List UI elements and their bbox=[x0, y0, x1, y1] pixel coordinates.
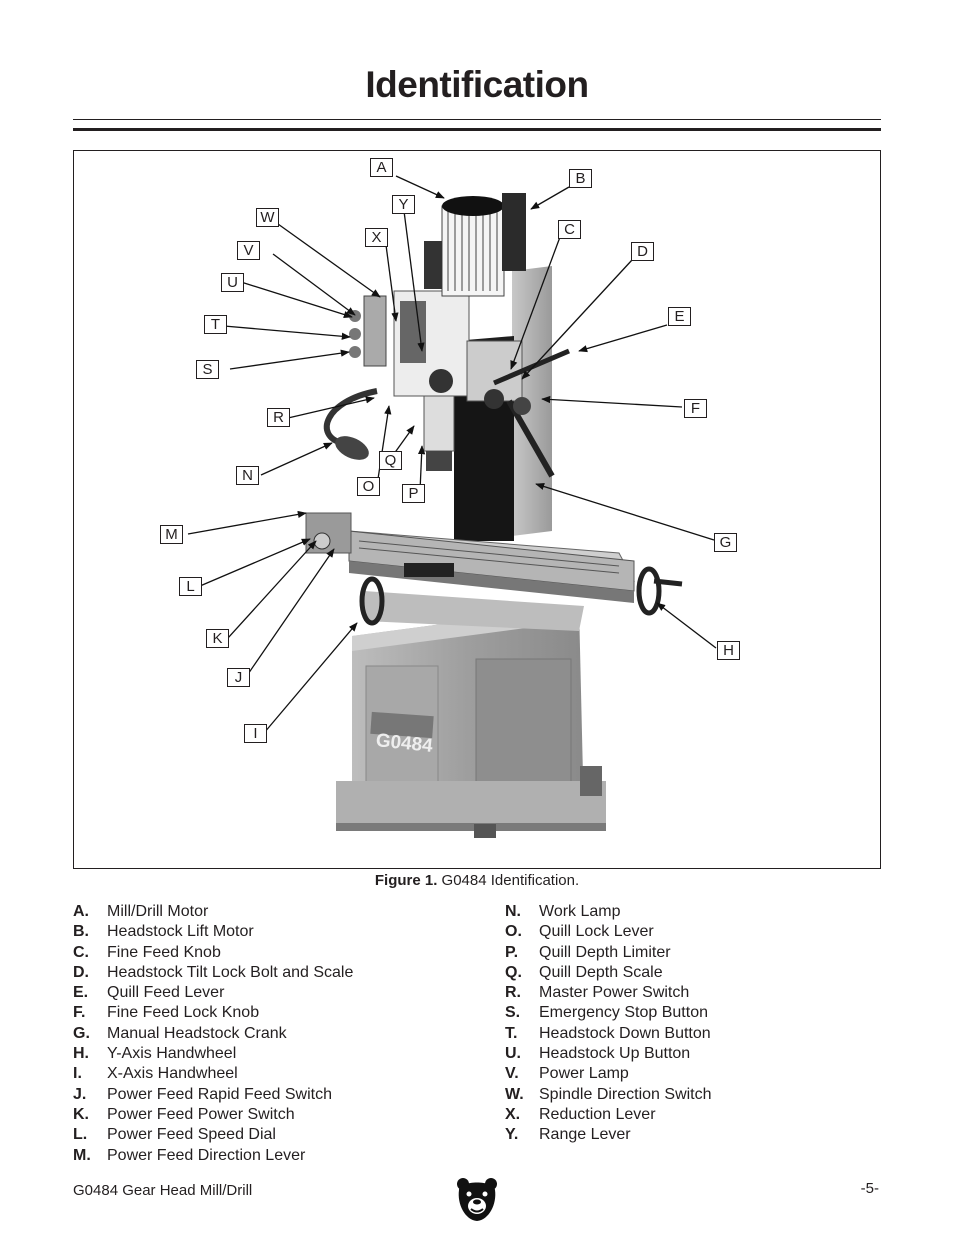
callout-n: N bbox=[236, 466, 259, 485]
callout-q: Q bbox=[379, 451, 402, 470]
callout-x: X bbox=[365, 228, 388, 247]
callout-w: W bbox=[256, 208, 279, 227]
list-item: K.Power Feed Power Switch bbox=[73, 1105, 295, 1123]
callout-y: Y bbox=[392, 195, 415, 214]
caption-label: Figure 1. bbox=[374, 872, 438, 889]
list-item: G.Manual Headstock Crank bbox=[73, 1024, 287, 1042]
list-item: Q.Quill Depth Scale bbox=[505, 963, 663, 981]
list-item: T.Headstock Down Button bbox=[505, 1024, 711, 1042]
callout-h: H bbox=[717, 641, 740, 660]
list-item: H.Y-Axis Handwheel bbox=[73, 1045, 237, 1063]
page-title: Identification bbox=[365, 64, 589, 105]
callout-p: P bbox=[402, 484, 425, 503]
caption-text: G0484 Identification. bbox=[441, 872, 580, 889]
title-rule-thick bbox=[73, 128, 881, 131]
list-item: S.Emergency Stop Button bbox=[505, 1004, 708, 1022]
list-item: L.Power Feed Speed Dial bbox=[73, 1126, 276, 1144]
list-item: E.Quill Feed Lever bbox=[73, 984, 225, 1002]
list-item: W.Spindle Direction Switch bbox=[505, 1085, 712, 1103]
callout-b: B bbox=[569, 169, 592, 188]
footer-model: G0484 Gear Head Mill/Drill bbox=[73, 1182, 253, 1199]
list-item: F.Fine Feed Lock Knob bbox=[73, 1004, 260, 1022]
callout-d: D bbox=[631, 242, 654, 261]
list-item: Y.Range Lever bbox=[505, 1126, 631, 1144]
title-rule-thin bbox=[73, 119, 881, 120]
list-item: P.Quill Depth Limiter bbox=[505, 943, 671, 961]
page-number: -5- bbox=[860, 1180, 879, 1197]
callout-g: G bbox=[714, 533, 737, 552]
callout-j: J bbox=[227, 668, 250, 687]
figure-box: G0484 bbox=[73, 150, 881, 869]
list-item: U.Headstock Up Button bbox=[505, 1045, 691, 1063]
callout-f: F bbox=[684, 399, 707, 418]
list-item: M.Power Feed Direction Lever bbox=[73, 1146, 306, 1164]
list-item: B.Headstock Lift Motor bbox=[73, 923, 254, 941]
callout-r: R bbox=[267, 408, 290, 427]
callout-u: U bbox=[221, 273, 244, 292]
list-item: R.Master Power Switch bbox=[505, 984, 690, 1002]
callout-a: A bbox=[370, 158, 393, 177]
list-item: A.Mill/Drill Motor bbox=[73, 903, 209, 920]
callout-s: S bbox=[196, 360, 219, 379]
list-item: N.Work Lamp bbox=[505, 903, 621, 920]
list-item: O.Quill Lock Lever bbox=[505, 923, 654, 941]
callout-v: V bbox=[237, 241, 260, 260]
list-item: V.Power Lamp bbox=[505, 1065, 629, 1083]
callout-e: E bbox=[668, 307, 691, 326]
parts-list-left: A.Mill/Drill Motor B.Headstock Lift Moto… bbox=[73, 902, 353, 1166]
list-item: J.Power Feed Rapid Feed Switch bbox=[73, 1085, 332, 1103]
list-item: X.Reduction Lever bbox=[505, 1105, 656, 1123]
bear-logo-icon bbox=[457, 1178, 497, 1221]
list-item: D.Headstock Tilt Lock Bolt and Scale bbox=[73, 963, 354, 981]
parts-list-right: N.Work Lamp O.Quill Lock Lever P.Quill D… bbox=[505, 902, 712, 1146]
callout-t: T bbox=[204, 315, 227, 334]
list-item: I.X-Axis Handwheel bbox=[73, 1065, 238, 1083]
list-item: C.Fine Feed Knob bbox=[73, 943, 221, 961]
callout-o: O bbox=[357, 477, 380, 496]
callout-i: I bbox=[244, 724, 267, 743]
callout-l: L bbox=[179, 577, 202, 596]
machine-illustration: G0484 bbox=[187, 175, 717, 838]
callout-k: K bbox=[206, 629, 229, 648]
callout-m: M bbox=[160, 525, 183, 544]
callout-c: C bbox=[558, 220, 581, 239]
figure-caption: Figure 1. G0484 Identification. bbox=[0, 872, 954, 889]
